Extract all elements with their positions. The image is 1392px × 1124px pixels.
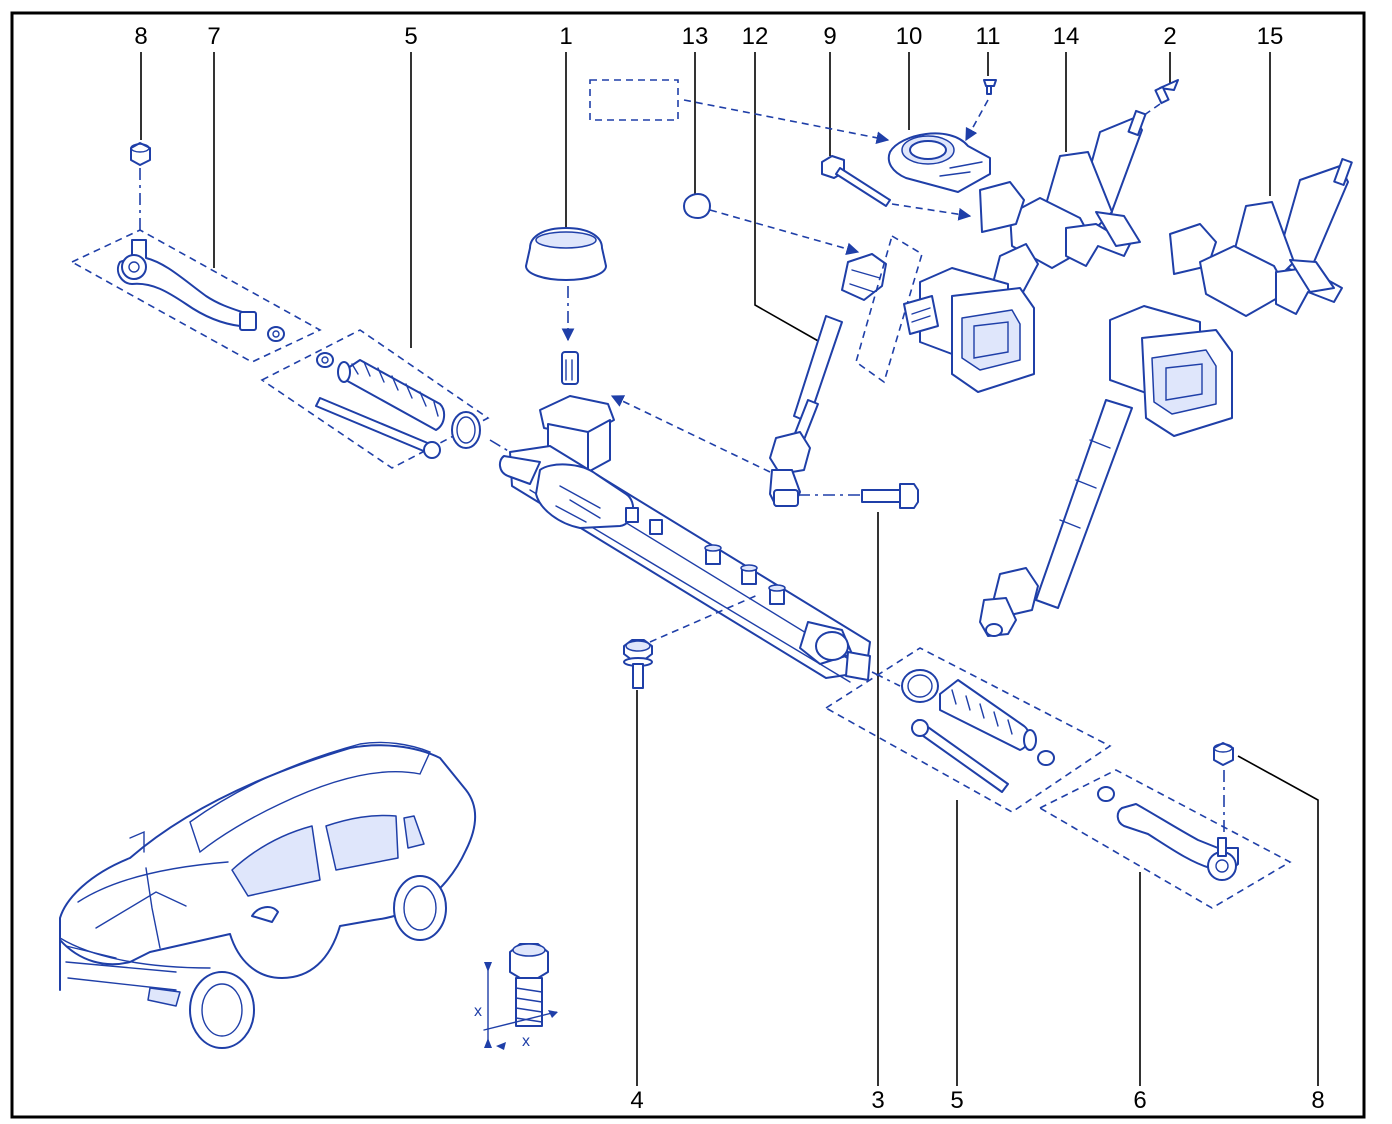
bolt-4 xyxy=(623,593,761,689)
intermediate-shaft-12 xyxy=(683,193,923,507)
screw-2 xyxy=(1139,79,1179,119)
label-9: 9 xyxy=(823,23,836,50)
car-location-illustration xyxy=(59,741,477,1049)
label-13: 13 xyxy=(682,23,709,50)
steering-column-15 xyxy=(979,158,1353,637)
label-5-bottom: 5 xyxy=(950,1087,963,1114)
bolt-3 xyxy=(798,483,919,509)
steering-column-14 xyxy=(903,109,1147,393)
callout-labels: 8 7 5 1 13 12 9 10 11 14 2 15 4 3 5 6 8 xyxy=(134,23,1324,1114)
label-8-bottom: 8 xyxy=(1311,1087,1324,1114)
steering-rack xyxy=(489,351,901,687)
label-10: 10 xyxy=(896,23,923,50)
bolt-dimension-label-2: x xyxy=(522,1033,530,1050)
label-11: 11 xyxy=(976,23,1001,50)
tie-rod-end-left xyxy=(70,142,334,368)
boot-cap-1 xyxy=(525,227,607,342)
label-5-top: 5 xyxy=(404,23,417,50)
label-6: 6 xyxy=(1133,1087,1146,1114)
plug-13 xyxy=(683,193,711,219)
boot-inner-rod-left xyxy=(260,329,490,469)
label-4: 4 xyxy=(630,1087,643,1114)
nut-8-top xyxy=(130,142,151,166)
label-14: 14 xyxy=(1053,23,1080,50)
bolt-9 xyxy=(821,155,972,221)
nut-8-bottom xyxy=(1213,742,1234,766)
label-2: 2 xyxy=(1163,23,1176,50)
bolt-dimension-detail: x x xyxy=(474,943,558,1050)
leader-lines xyxy=(140,52,1319,1086)
tie-rod-end-right xyxy=(1038,742,1292,909)
label-7: 7 xyxy=(207,23,220,50)
diagram-frame xyxy=(10,11,1366,1119)
label-15: 15 xyxy=(1257,23,1284,50)
bolt-dimension-label-1: x xyxy=(474,1003,482,1020)
label-1: 1 xyxy=(559,23,572,50)
label-3: 3 xyxy=(871,1087,884,1114)
label-12: 12 xyxy=(742,23,769,50)
label-8-top: 8 xyxy=(134,23,147,50)
boot-inner-rod-right xyxy=(824,647,1112,813)
antenna-ring-10 xyxy=(589,79,997,193)
